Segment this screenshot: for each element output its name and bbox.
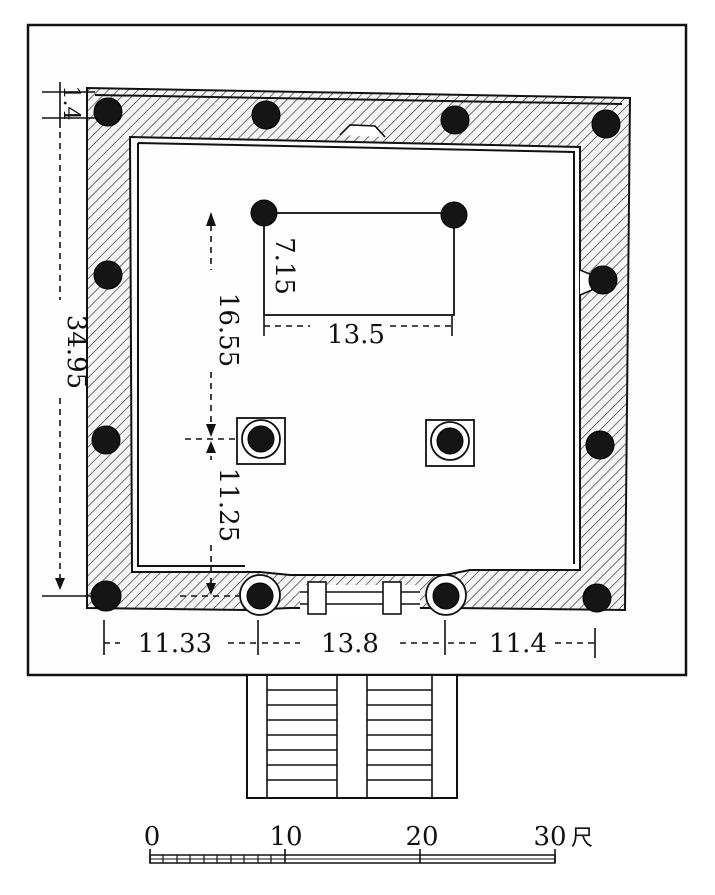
inner-column [250,199,278,227]
scale-tick-10: 10 [269,822,302,852]
door-post-right [382,581,402,615]
dim-label-bay-right: 11.4 [489,629,547,659]
column [251,100,281,130]
column [585,430,615,460]
dim-label-bay-left: 11.33 [138,629,212,659]
scale-tick-0: 0 [144,822,161,852]
column [90,580,122,612]
door-post-left [307,581,327,615]
dim-label-rect-width: 13.5 [327,320,385,350]
dim-label-rect-depth: 7.15 [269,237,299,295]
front-staircase [246,674,458,799]
entrance-column [246,582,274,610]
inner-altar-rect [263,212,455,316]
scale-bar [149,849,556,864]
dim-label-front-to-inner: 16.55 [213,293,243,367]
dim-label-total-depth: 34.95 [61,315,91,389]
scale-unit: 尺 [571,826,593,851]
dim-label-inner-to-back: 11.25 [213,468,243,542]
column [93,97,123,127]
entrance-column [432,582,460,610]
outer-wall-line [94,94,623,105]
scale-tick-30: 30 [533,822,566,852]
dim-arrow [55,578,65,590]
column [91,425,121,455]
pedestal-column [436,427,464,455]
dim-arrow [206,424,216,437]
pedestal-column [247,425,275,453]
inner-wall-line [137,142,575,567]
dim-arrow [206,212,216,226]
dim-arrow [206,583,216,595]
column [591,109,621,139]
column [582,583,612,613]
scale-tick-20: 20 [405,822,438,852]
dim-label-bay-center: 13.8 [321,629,379,659]
column [588,265,618,295]
dim-arrow [206,441,216,453]
dim-label-wall-thickness: 1.4 [58,86,83,121]
inner-column [440,201,468,229]
back-wall-notch [339,124,386,138]
column [93,260,123,290]
column [440,105,470,135]
